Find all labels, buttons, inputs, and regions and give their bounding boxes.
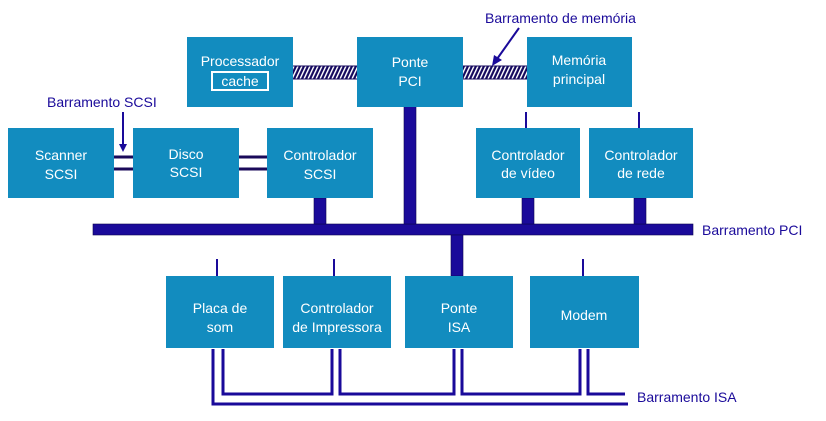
isa-bus-line (221, 349, 334, 396)
isa-bus-line (460, 349, 582, 396)
main-memory-label-1: Memória (552, 52, 607, 68)
memory-bus-segment-bridge-memory (461, 65, 529, 80)
network-controller-label-1: Controlador (604, 147, 677, 163)
isa-bus-line (338, 349, 456, 396)
scsi-disk-label-2: SCSI (170, 164, 203, 180)
isa-bridge-label-2: ISA (448, 319, 471, 335)
scsi-scanner-label-1: Scanner (35, 147, 87, 163)
isa-bridge-box[interactable]: Ponte ISA (405, 276, 513, 348)
scsi-controller-label-2: SCSI (304, 166, 337, 182)
scsi-scanner-box[interactable]: Scanner SCSI (8, 128, 114, 198)
pci-bridge-connector (403, 105, 417, 225)
printer-controller-label-1: Controlador (300, 300, 373, 316)
scsi-controller-box[interactable]: Controlador SCSI (267, 128, 373, 198)
memory-bus-label: Barramento de memória (485, 10, 636, 26)
scsi-controller-connector (313, 197, 327, 225)
scsi-bus-label: Barramento SCSI (47, 94, 157, 110)
pci-bridge-box[interactable]: Ponte PCI (357, 37, 463, 107)
printer-controller-label-2: de Impressora (292, 319, 382, 335)
network-controller-connector (633, 197, 647, 225)
video-controller-connector (521, 197, 535, 225)
scsi-controller-label-1: Controlador (283, 147, 356, 163)
sound-card-label-2: som (207, 319, 233, 335)
scsi-bus (114, 155, 267, 171)
isa-bus (211, 349, 628, 406)
modem-box[interactable]: Modem (530, 276, 639, 348)
video-controller-label-2: de vídeo (501, 165, 555, 181)
isa-bridge-label-1: Ponte (441, 300, 478, 316)
scsi-bus-arrow-icon (119, 112, 127, 152)
scsi-scanner-label-2: SCSI (45, 166, 78, 182)
memory-bus-arrow-icon (492, 27, 520, 66)
isa-bus-line (586, 349, 625, 396)
scsi-disk-label-1: Disco (168, 146, 203, 162)
pci-bridge-label-1: Ponte (392, 54, 429, 70)
pci-bus (92, 105, 694, 277)
sound-card-box[interactable]: Placa de som (166, 276, 274, 348)
processor-label: Processador (201, 53, 280, 69)
pci-bus-bar (92, 223, 694, 236)
isa-bus-line-outer (211, 349, 628, 406)
isa-bus-label: Barramento ISA (637, 389, 737, 405)
isa-bridge-connector (450, 234, 464, 277)
main-memory-label-2: principal (553, 71, 605, 87)
memory-bus-segment-cpu-bridge (291, 65, 359, 80)
network-controller-label-2: de rede (617, 165, 665, 181)
cache-box (211, 71, 269, 91)
sound-card-label-1: Placa de (193, 300, 248, 316)
modem-label: Modem (561, 307, 608, 323)
pci-bus-label: Barramento PCI (702, 222, 802, 238)
main-memory-box[interactable]: Memória principal (527, 37, 632, 107)
printer-controller-box[interactable]: Controlador de Impressora (283, 276, 391, 348)
video-controller-label-1: Controlador (491, 147, 564, 163)
pci-bridge-label-2: PCI (398, 73, 421, 89)
scsi-disk-box[interactable]: Disco SCSI (133, 128, 239, 198)
network-controller-box[interactable]: Controlador de rede (589, 128, 693, 198)
video-controller-box[interactable]: Controlador de vídeo (476, 128, 580, 198)
processor-box[interactable]: Processador cache (187, 37, 293, 107)
cache-label: cache (221, 73, 259, 89)
